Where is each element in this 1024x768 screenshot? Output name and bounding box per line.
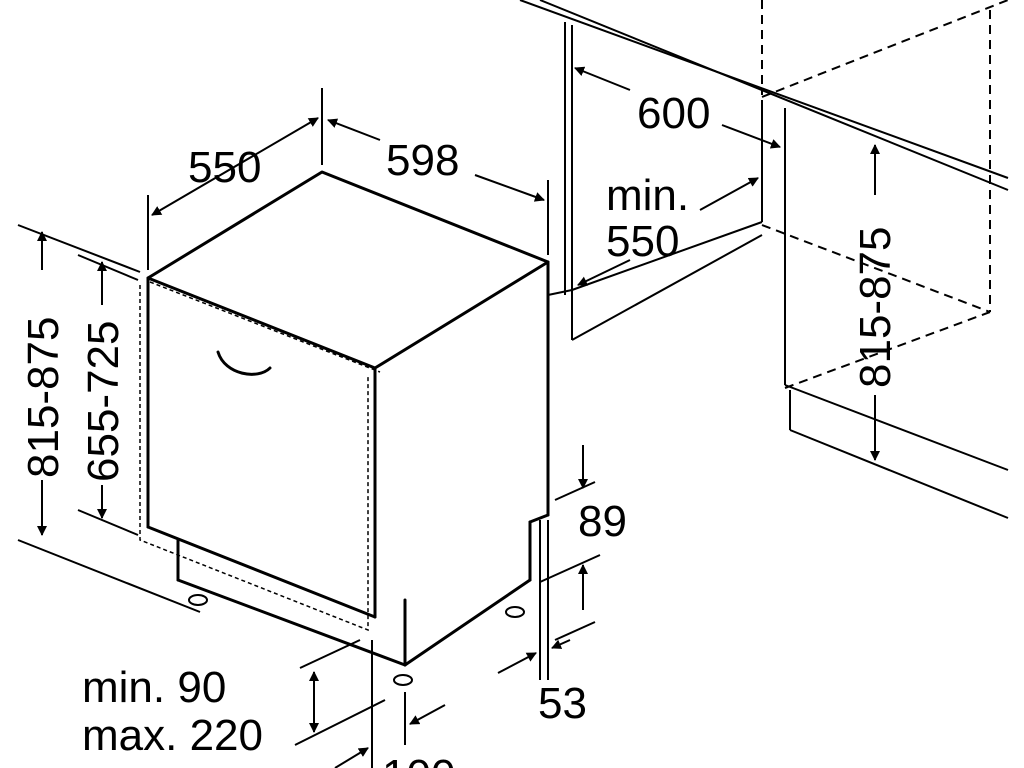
foot-icon — [393, 674, 413, 686]
plinth-min-label: min. 90 — [82, 663, 226, 712]
width-label: 598 — [386, 136, 459, 185]
foot-icon — [188, 594, 208, 606]
dimension-lines — [17, 66, 880, 768]
depth-label: 550 — [188, 143, 261, 192]
foot-offset-label: 100 — [382, 751, 455, 768]
dishwasher-body — [139, 170, 550, 686]
kitchen-niche — [519, 0, 1009, 519]
door-height-label: 655-725 — [79, 321, 128, 482]
niche-width-label: 600 — [637, 89, 710, 138]
niche-depth-value: 550 — [606, 217, 679, 266]
plinth-side-label: 53 — [538, 679, 587, 728]
height-left-label: 815-875 — [19, 317, 68, 478]
height-right-label: 815-875 — [851, 227, 900, 388]
foot-icon — [505, 606, 525, 618]
plinth-top-label: 89 — [578, 497, 627, 546]
niche-depth-min-label: min. — [606, 171, 689, 220]
plinth-max-label: max. 220 — [82, 711, 263, 760]
door-handle-icon — [216, 350, 272, 376]
